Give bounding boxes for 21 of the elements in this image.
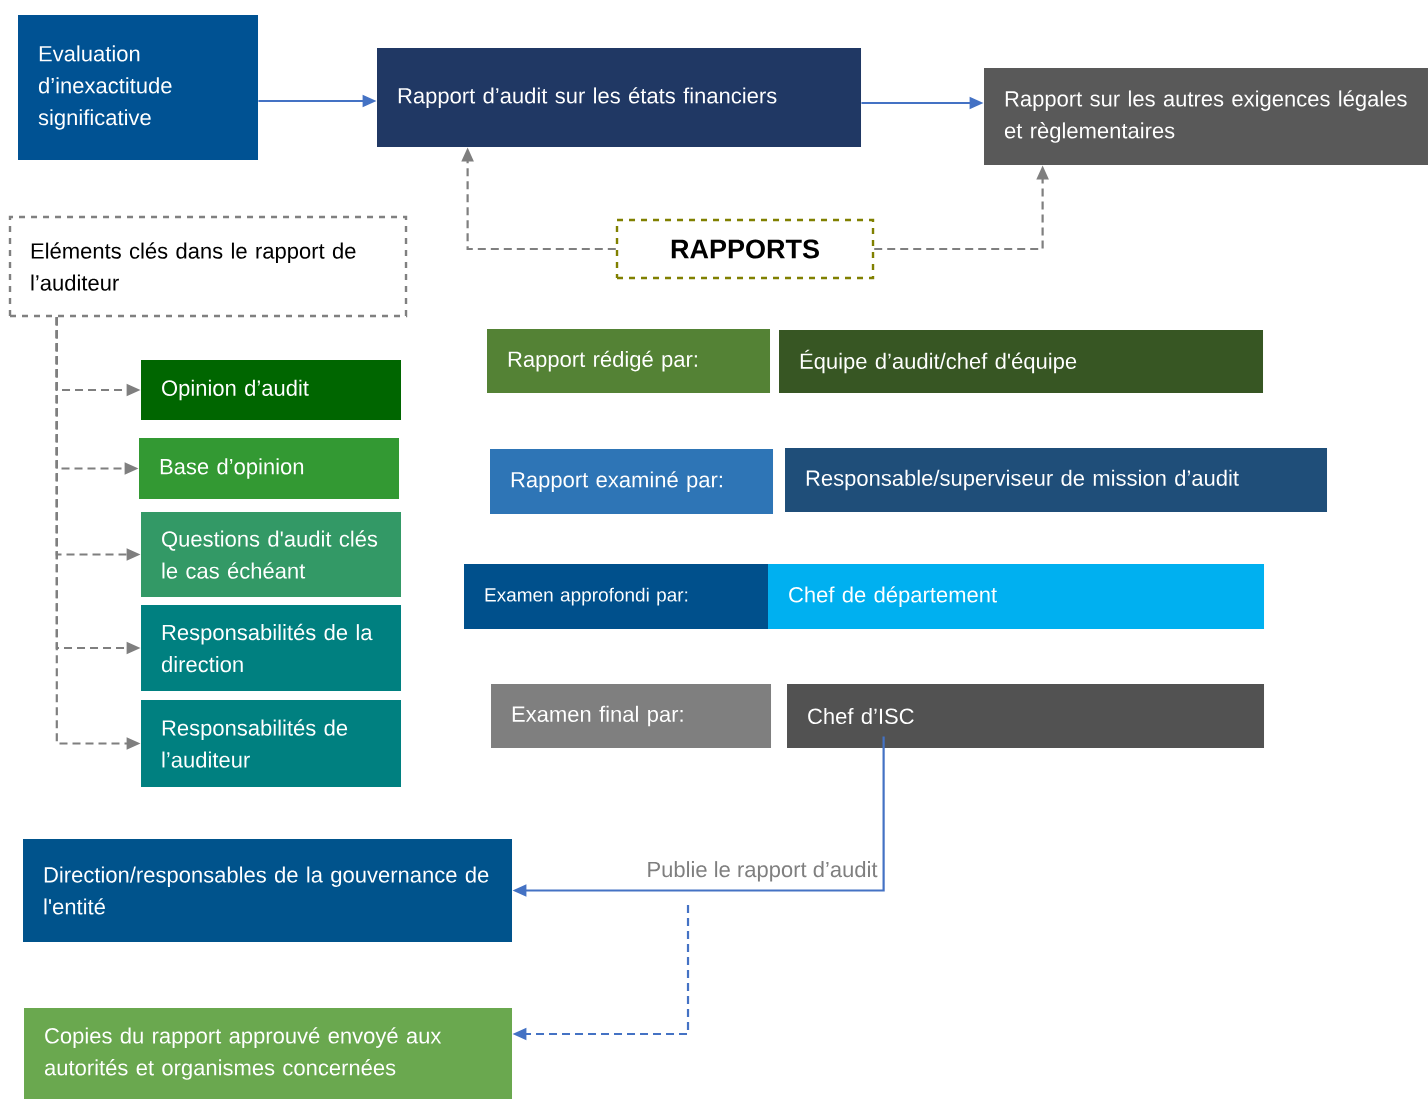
- process-box: Rapport examiné par:: [490, 449, 773, 514]
- process-box: Examen approfondi par:: [464, 564, 768, 629]
- process-box: Responsabilités de l’auditeur: [141, 700, 401, 787]
- process-box: Evaluation d’inexactitude significative: [18, 15, 258, 160]
- dashed-box: RAPPORTS: [615, 218, 875, 280]
- process-box: Opinion d’audit: [141, 360, 401, 420]
- process-box: Rapport rédigé par:: [487, 329, 770, 393]
- dashed-box: Eléments clés dans le rapport de l’auditeur: [8, 215, 408, 318]
- process-box: Chef d’ISC: [787, 684, 1264, 748]
- process-box: Base d’opinion: [139, 438, 399, 499]
- process-box: Rapport sur les autres exigences légales et règlementaires: [984, 68, 1428, 165]
- process-box: Équipe d’audit/chef d'équipe: [779, 330, 1263, 393]
- process-box: Responsable/superviseur de mission d’audit: [785, 448, 1327, 512]
- process-box: Questions d'audit clés le cas échéant: [141, 512, 401, 597]
- process-box: Direction/responsables de la gouvernance de l'entité: [23, 839, 512, 942]
- process-box: Copies du rapport approuvé envoyé aux autorités et organismes concernées: [24, 1008, 512, 1099]
- process-box: Chef de département: [768, 564, 1264, 629]
- edge-label: Publie le rapport d’audit: [644, 859, 880, 884]
- process-box: Rapport d’audit sur les états financiers: [377, 48, 861, 147]
- process-box: Examen final par:: [491, 684, 771, 748]
- process-box: Responsabilités de la direction: [141, 605, 401, 691]
